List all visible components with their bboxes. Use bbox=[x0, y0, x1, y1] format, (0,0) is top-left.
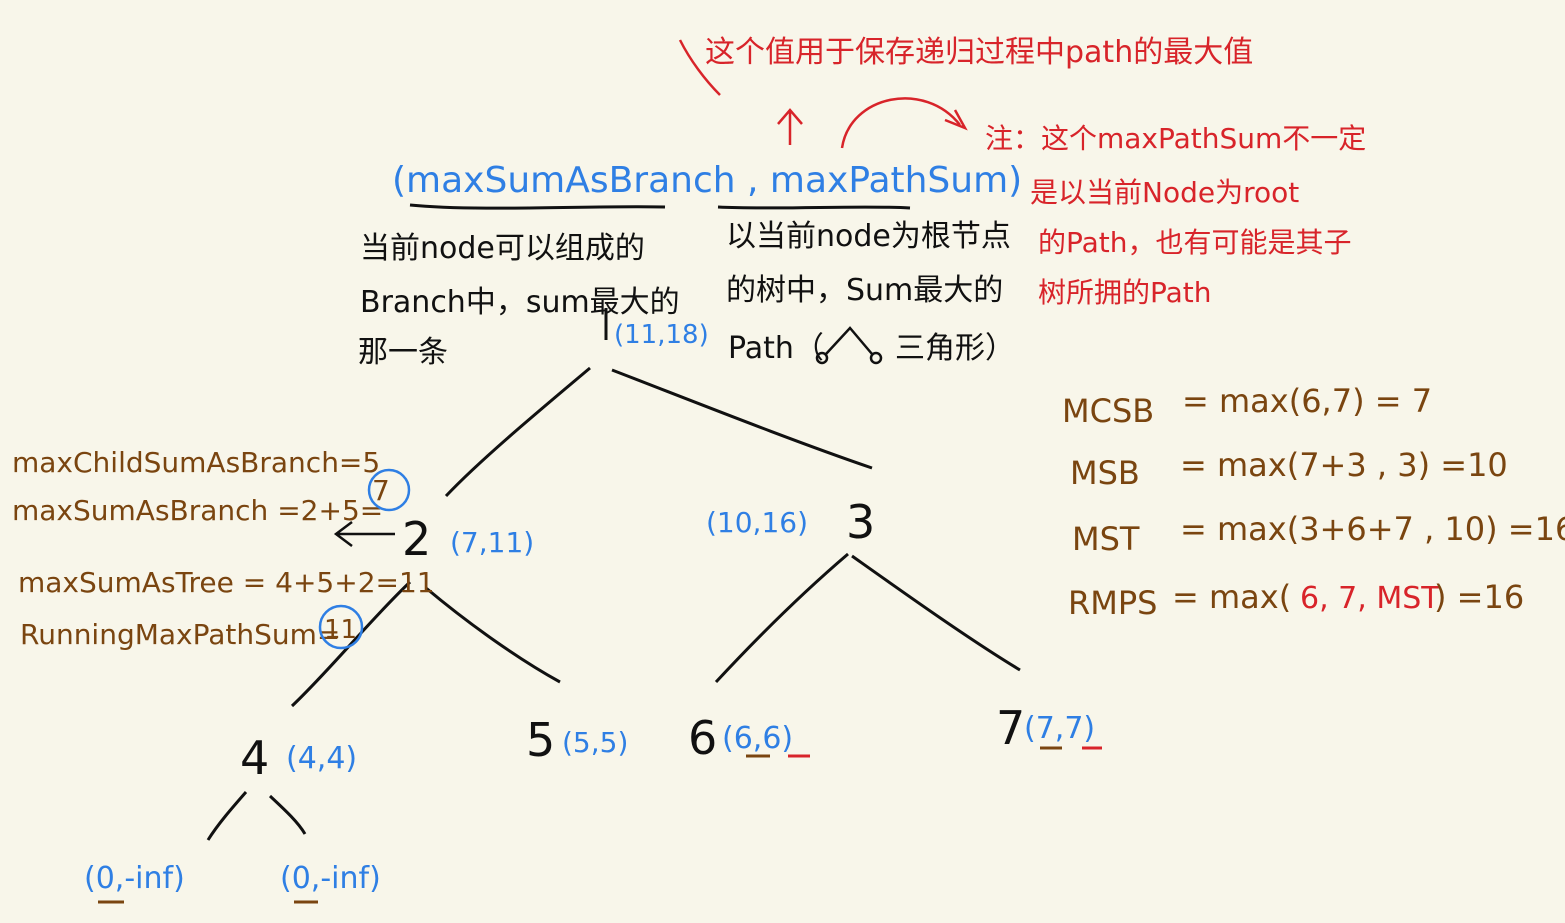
node-4: 4 (4,4) bbox=[240, 731, 357, 785]
node-6-tuple: (6,6) bbox=[722, 721, 793, 756]
circle-7 bbox=[367, 468, 411, 512]
curved-arrow-icon bbox=[840, 97, 961, 149]
arrowhead-icon bbox=[944, 109, 968, 131]
edge-2-5 bbox=[425, 586, 561, 684]
node-3: (10,16) 3 bbox=[706, 495, 875, 549]
rmps-expr: = max( bbox=[1172, 578, 1291, 616]
node-4-value: 4 bbox=[240, 731, 269, 785]
up-arrow-icon bbox=[777, 108, 803, 145]
left-arrow-icon bbox=[333, 521, 395, 547]
node-2-value: 2 bbox=[402, 512, 431, 566]
node-2-tuple: (7,11) bbox=[450, 526, 534, 559]
root-tuple: (11,18) bbox=[614, 320, 709, 350]
triangle-path-icon bbox=[815, 326, 883, 365]
left-calculation: maxChildSumAsBranch=5 maxSumAsBranch =2+… bbox=[12, 446, 435, 651]
path-desc-line-4: 三角形） bbox=[895, 331, 1015, 366]
node-7-value: 7 bbox=[996, 701, 1025, 755]
side-note-line-2: 是以当前Node为root bbox=[1030, 176, 1299, 209]
node-2: 2 (7,11) bbox=[333, 512, 534, 566]
node-3-tuple: (10,16) bbox=[706, 506, 808, 539]
calc-line-1: maxChildSumAsBranch=5 bbox=[12, 446, 380, 479]
node-7-tuple: (7,7) bbox=[1024, 711, 1095, 746]
branch-desc-line-1: 当前node可以组成的 bbox=[360, 231, 645, 266]
node-3-value: 3 bbox=[846, 495, 875, 549]
edge-4-leafR bbox=[268, 794, 307, 835]
node-5-tuple: (5,5) bbox=[562, 726, 628, 759]
msb-expr: = max(7+3 , 3) =10 bbox=[1180, 446, 1508, 484]
path-desc-line-1: 以当前node为根节点 bbox=[726, 219, 1011, 254]
tuple-text: (maxSumAsBranch , maxPathSum) bbox=[392, 160, 1022, 201]
rmps-label: RMPS bbox=[1068, 584, 1157, 622]
node-6: 6 (6,6) bbox=[688, 711, 810, 765]
mcsb-expr: = max(6,7) = 7 bbox=[1182, 382, 1432, 420]
side-note-line-1: 注：这个maxPathSum不一定 bbox=[985, 122, 1366, 155]
path-explanation: 以当前node为根节点 的树中，Sum最大的 Path（ 三角形） bbox=[726, 219, 1015, 366]
header-tuple: (maxSumAsBranch , maxPathSum) bbox=[392, 160, 1022, 210]
mcsb-label: MCSB bbox=[1062, 392, 1154, 430]
path-desc-line-3: Path（ bbox=[728, 331, 824, 366]
msb-label: MSB bbox=[1070, 454, 1140, 492]
node-6-value: 6 bbox=[688, 711, 717, 765]
mst-expr: = max(3+6+7 , 10) =16 bbox=[1180, 510, 1565, 548]
path-desc-line-2: 的树中，Sum最大的 bbox=[726, 273, 1003, 308]
leaf-left: (0,-inf) bbox=[84, 861, 185, 904]
top-note-text: 这个值用于保存递归过程中path的最大值 bbox=[705, 35, 1253, 70]
branch-desc-line-3: 那一条 bbox=[358, 335, 448, 370]
leaf-left-tuple: (0,-inf) bbox=[84, 861, 185, 896]
rmps-expr-end: ) =16 bbox=[1434, 578, 1524, 616]
leaf-right-tuple: (0,-inf) bbox=[280, 861, 381, 896]
underline-path bbox=[717, 205, 911, 210]
calc-line-2-circled: 7 bbox=[372, 474, 390, 507]
right-calculation: MCSB = max(6,7) = 7 MSB = max(7+3 , 3) =… bbox=[1062, 382, 1565, 622]
side-note: 注：这个maxPathSum不一定 是以当前Node为root 的Path，也有… bbox=[985, 122, 1366, 309]
edge-3-6 bbox=[714, 552, 849, 684]
note-checkmark bbox=[678, 39, 721, 96]
side-note-line-3: 的Path，也有可能是其子 bbox=[1038, 226, 1352, 259]
calc-line-3: maxSumAsTree = 4+5+2=11 bbox=[18, 566, 435, 599]
calc-line-4: RunningMaxPathSum= bbox=[20, 618, 340, 651]
side-note-line-4: 树所拥的Path bbox=[1038, 276, 1212, 309]
node-5: 5 (5,5) bbox=[526, 713, 628, 767]
edge-4-leafL bbox=[206, 791, 248, 841]
node-5-value: 5 bbox=[526, 713, 555, 767]
edge-3-7 bbox=[851, 554, 1021, 672]
calc-line-4-circled: 11 bbox=[324, 615, 357, 645]
branch-explanation: 当前node可以组成的 Branch中，sum最大的 那一条 bbox=[358, 231, 680, 370]
root-node: (11,18) bbox=[604, 308, 709, 350]
node-7: 7 (7,7) bbox=[996, 701, 1102, 755]
underline-branch bbox=[409, 203, 666, 210]
branch-desc-line-2: Branch中，sum最大的 bbox=[360, 285, 680, 320]
edge-root-3 bbox=[611, 368, 873, 470]
leaf-right: (0,-inf) bbox=[280, 861, 381, 904]
node-4-tuple: (4,4) bbox=[286, 741, 357, 776]
top-note: 这个值用于保存递归过程中path的最大值 bbox=[678, 35, 1253, 149]
edge-root-2 bbox=[444, 366, 591, 498]
calc-line-2: maxSumAsBranch =2+5= bbox=[12, 494, 383, 527]
mst-label: MST bbox=[1072, 520, 1140, 558]
circle-11 bbox=[318, 604, 364, 650]
rmps-red-part: 6, 7, MST bbox=[1300, 581, 1440, 616]
